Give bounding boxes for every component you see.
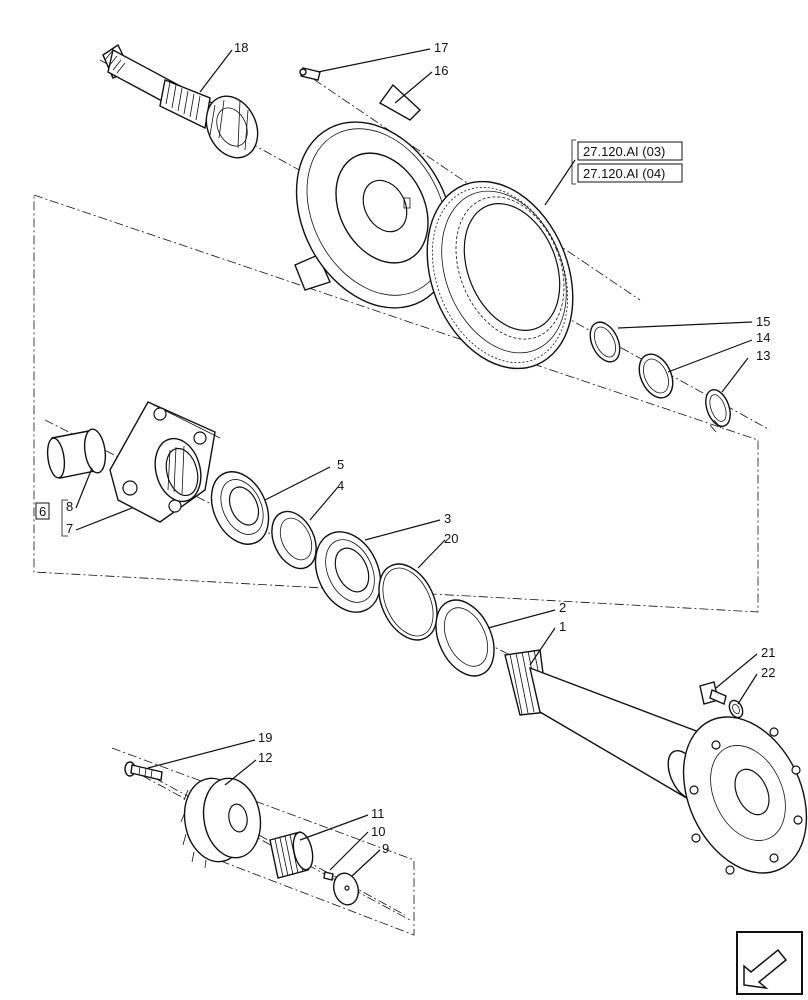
callout-15: 15 bbox=[756, 314, 770, 329]
part-2-spacer bbox=[435, 599, 495, 677]
cross-references: 27.120.AI (03) 27.120.AI (04) bbox=[571, 139, 683, 185]
assembly-boundaries bbox=[33, 194, 759, 936]
part-10-pin bbox=[323, 871, 334, 881]
part-20-snap-ring bbox=[378, 563, 438, 641]
part-4-seal bbox=[271, 510, 317, 570]
callout-labels: 18 17 16 15 14 13 5 4 3 20 2 1 21 22 19 … bbox=[66, 40, 775, 856]
callout-16: 16 bbox=[434, 63, 448, 78]
part-13-retaining-ring bbox=[705, 389, 731, 433]
callout-21: 21 bbox=[761, 645, 775, 660]
callout-4: 4 bbox=[337, 478, 344, 493]
callout-14: 14 bbox=[756, 330, 770, 345]
reference-label-1: 27.120.AI (03) bbox=[583, 144, 665, 159]
part-22-washer bbox=[728, 699, 744, 719]
callout-19: 19 bbox=[258, 730, 272, 745]
part-9-thrust-washer bbox=[332, 872, 360, 906]
part-14-washer bbox=[638, 353, 674, 399]
reference-link-1[interactable]: 27.120.AI (03) bbox=[577, 141, 683, 161]
callout-10: 10 bbox=[371, 824, 385, 839]
callout-18: 18 bbox=[234, 40, 248, 55]
callout-2: 2 bbox=[559, 600, 566, 615]
part-19-bolt bbox=[124, 761, 163, 781]
part-3-ball-bearing bbox=[314, 531, 382, 613]
part-11-needle-bearing bbox=[269, 831, 314, 879]
part-21-bolt bbox=[699, 681, 727, 705]
part-12-gear bbox=[180, 777, 262, 869]
part-16-carrier-housing bbox=[294, 83, 455, 309]
reference-link-2[interactable]: 27.120.AI (04) bbox=[577, 163, 683, 183]
callout-13: 13 bbox=[756, 348, 770, 363]
page-arrow-icon[interactable] bbox=[736, 931, 803, 995]
part-15-snap-ring bbox=[589, 321, 621, 363]
callout-7: 7 bbox=[66, 521, 73, 536]
callout-17: 17 bbox=[434, 40, 448, 55]
callout-9: 9 bbox=[382, 841, 389, 856]
ring-gear bbox=[426, 180, 574, 370]
part-5-ball-bearing bbox=[210, 471, 270, 545]
part-18-input-shaft bbox=[102, 43, 259, 159]
callout-3: 3 bbox=[444, 511, 451, 526]
part-8-sleeve bbox=[46, 428, 107, 479]
part-17-pin bbox=[299, 67, 321, 81]
callout-20: 20 bbox=[444, 531, 458, 546]
part-7-bearing-flange bbox=[109, 401, 221, 523]
callout-22: 22 bbox=[761, 665, 775, 680]
callout-5: 5 bbox=[337, 457, 344, 472]
part-1-axle-shaft bbox=[504, 649, 808, 875]
callout-8: 8 bbox=[66, 499, 73, 514]
leader-lines bbox=[61, 48, 758, 877]
callout-1: 1 bbox=[559, 619, 566, 634]
callout-6: 6 bbox=[39, 504, 46, 519]
callout-12: 12 bbox=[258, 750, 272, 765]
callout-6-box[interactable]: 6 bbox=[35, 502, 50, 520]
callout-11: 11 bbox=[371, 806, 385, 821]
reference-label-2: 27.120.AI (04) bbox=[583, 166, 665, 181]
